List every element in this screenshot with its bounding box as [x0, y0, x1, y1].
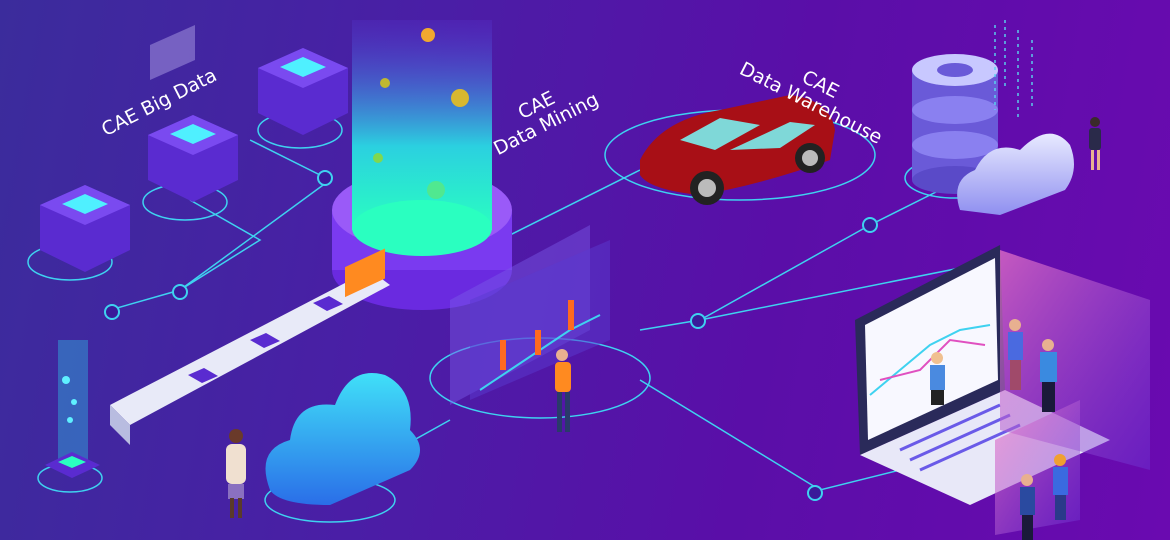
server-stack-1: [40, 185, 130, 272]
beacon-light: [45, 340, 100, 478]
code-columns: [994, 20, 1033, 120]
analytics-screen: [450, 225, 610, 405]
people-at-dashboard: [930, 319, 1068, 540]
connector-nodes: [104, 170, 878, 501]
server-stack-3: [258, 48, 348, 135]
laptop-dashboard: [855, 245, 1150, 535]
conveyor-belt: [110, 248, 390, 445]
person-analyst: [555, 349, 571, 432]
document-icon: [150, 25, 195, 80]
car: [640, 95, 835, 205]
cloud-white: [957, 133, 1074, 215]
data-mining-cylinder: [332, 20, 512, 310]
person-businesswoman: [1089, 117, 1101, 170]
person-woman-clipboard: [226, 429, 246, 518]
server-stack-2: [148, 115, 238, 202]
cloud-blue: [265, 373, 420, 505]
